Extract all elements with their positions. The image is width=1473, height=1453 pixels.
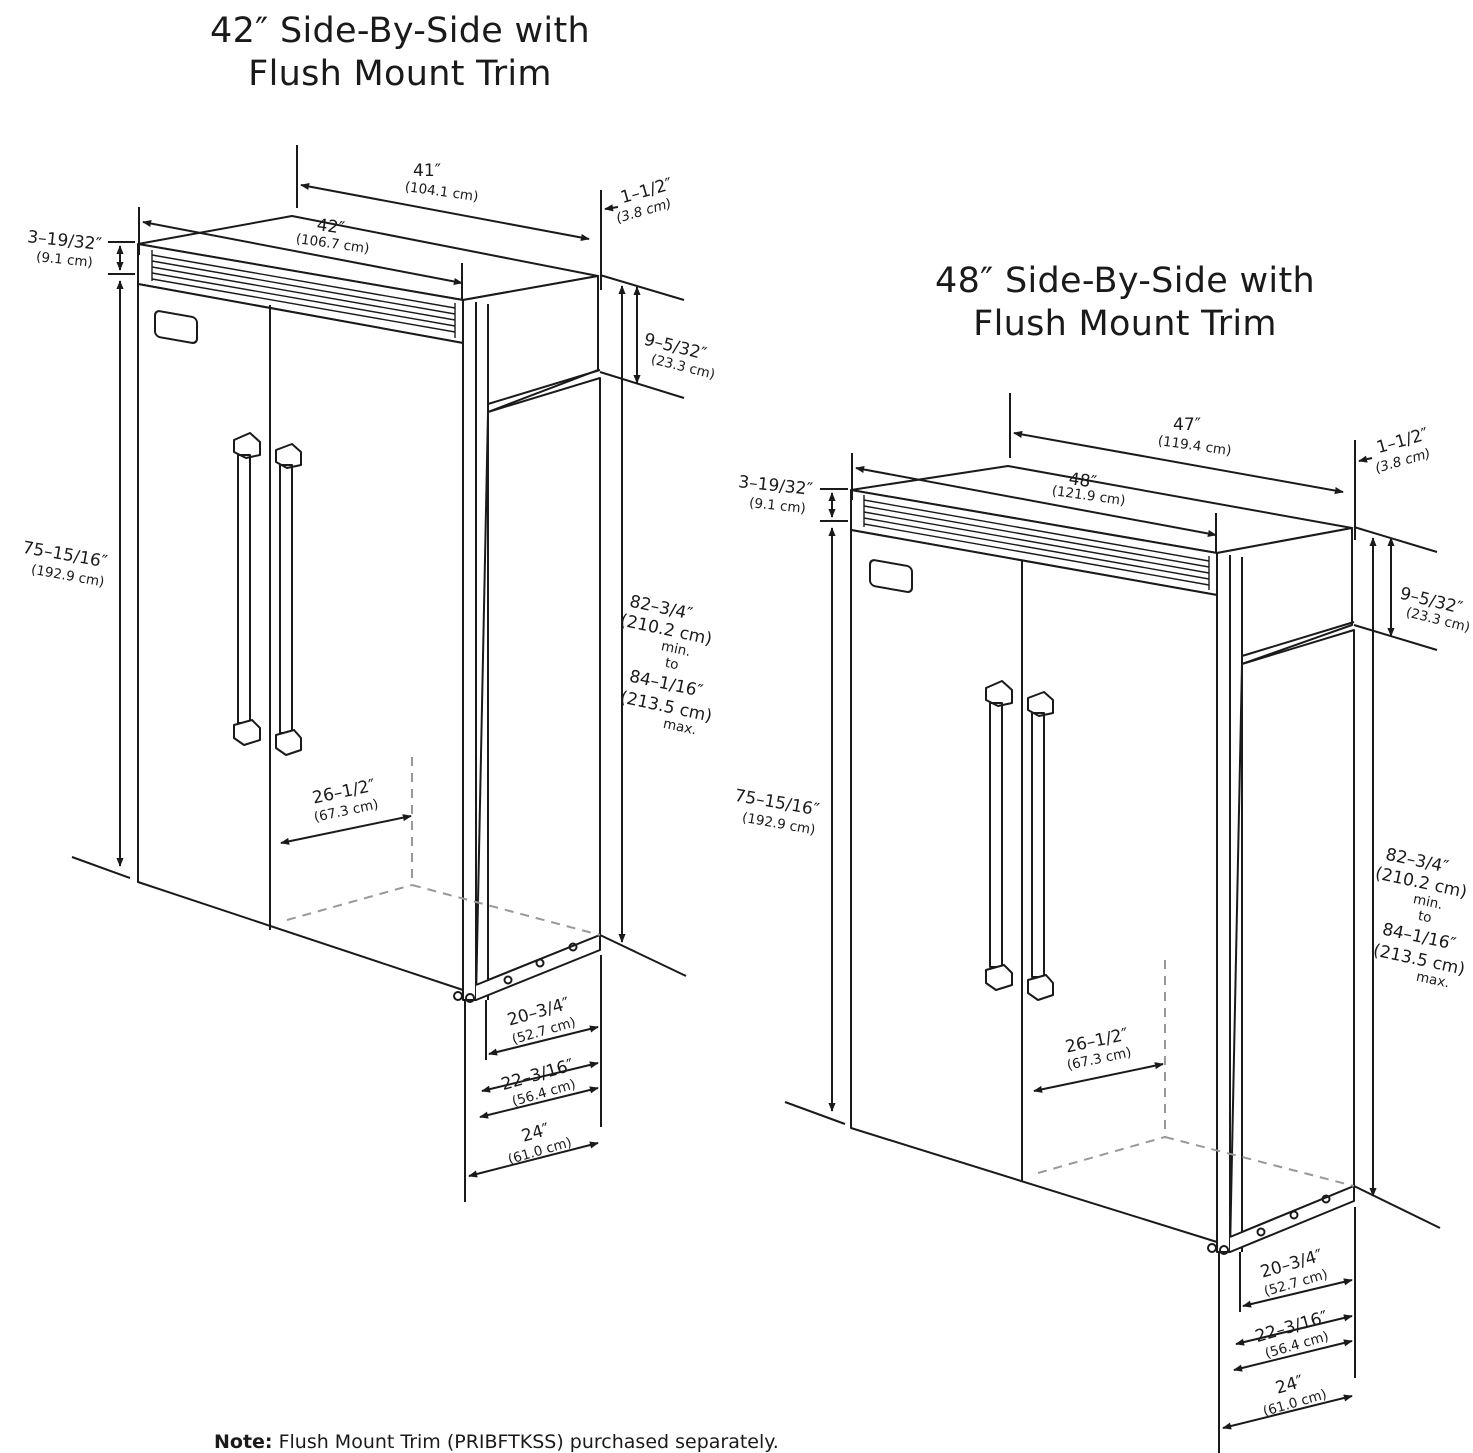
cabinet-front-48 [850, 529, 1218, 1243]
control-panel-42 [154, 310, 198, 344]
dim-3-19-sub-48: (9.1 cm) [748, 495, 806, 517]
dim-41-sub: (104.1 cm) [404, 179, 480, 205]
control-panel-48 [869, 559, 913, 594]
title-48-line1: 48″ Side-By-Side with [935, 261, 1315, 301]
dim-open-3-42: min. [660, 638, 692, 660]
dim-open-3-48: min. [1412, 891, 1444, 913]
dim-41-main: 41″ [413, 161, 441, 181]
title-42-line1: 42″ Side-By-Side with [210, 11, 590, 51]
dim-3-19-main-48: 3–19/32″ [737, 472, 813, 500]
fridge-48 [850, 465, 1355, 1255]
dim-open-4-48: to [1417, 908, 1434, 926]
dim-lines-48 [784, 393, 1441, 1453]
dim-open-7-42: max. [662, 716, 698, 739]
dim-3-19-sub-42: (9.1 cm) [35, 249, 93, 271]
dim-open-4-42: to [664, 655, 681, 673]
handles-42 [233, 432, 302, 756]
cabinet-side-48 [1241, 629, 1355, 1233]
cabinet-front-42 [137, 283, 464, 991]
title-42-line2: Flush Mount Trim [248, 54, 552, 94]
cabinet-side-42 [487, 377, 601, 981]
footnote-text: Flush Mount Trim (PRIBFTKSS) purchased s… [272, 1431, 779, 1453]
dim-48-main: 48″ [1067, 469, 1097, 493]
dim-47-sub: (119.4 cm) [1157, 433, 1233, 459]
footnote-label: Note: [214, 1431, 273, 1453]
footnote: Note: Flush Mount Trim (PRIBFTKSS) purch… [214, 1431, 779, 1453]
title-48-line2: Flush Mount Trim [973, 304, 1277, 344]
hidden-lines-42 [286, 757, 601, 936]
dim-open-7-48: max. [1415, 969, 1451, 992]
dim-42-main: 42″ [315, 215, 345, 239]
handles-48 [985, 680, 1054, 1001]
hidden-lines-48 [1037, 960, 1355, 1187]
title-42: 42″ Side-By-Side with Flush Mount Trim [180, 10, 620, 96]
dim-47-main: 47″ [1173, 415, 1201, 435]
fridge-42 [137, 215, 601, 1003]
title-48: 48″ Side-By-Side with Flush Mount Trim [910, 260, 1340, 346]
dim-lines-42 [71, 145, 687, 1202]
